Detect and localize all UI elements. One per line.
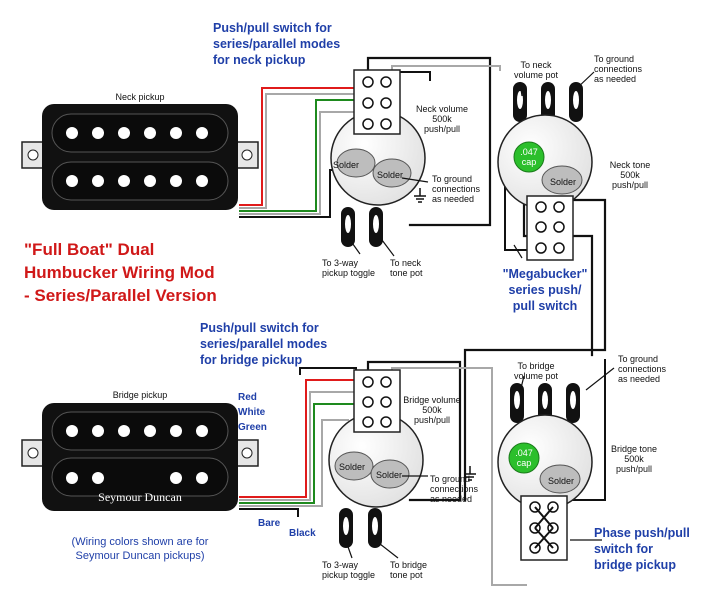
bridge-callout-1: Push/pull switch for — [200, 321, 319, 335]
bridge-to-tone-2: tone pot — [390, 570, 423, 580]
title-line-3: - Series/Parallel Version — [24, 286, 217, 305]
neck-to-vol-2: volume pot — [514, 70, 559, 80]
neck-to-tone-1: To neck — [390, 258, 422, 268]
footnote: (Wiring colors shown are for Seymour Dun… — [72, 536, 209, 562]
bridge-to-toggle-1: To 3-way — [322, 560, 359, 570]
bridge-cap-label: cap — [517, 458, 532, 468]
neck-vol-solder-1: Solder — [333, 160, 359, 170]
bridge-vol-label-3: push/pull — [414, 415, 450, 425]
bridge-callout-3: for bridge pickup — [200, 353, 302, 367]
neck-tone-solder: Solder — [550, 177, 576, 187]
neck-callout-1: Push/pull switch for — [213, 21, 332, 35]
neck-callout-3: for neck pickup — [213, 53, 306, 67]
bridge-tone-pot — [497, 383, 593, 561]
bridge-ground-top-2: connections — [618, 364, 667, 374]
bridge-tone-label-1: Bridge tone — [611, 444, 657, 454]
phase-1: Phase push/pull — [594, 526, 690, 540]
neck-to-vol-1: To neck — [520, 60, 552, 70]
bridge-ground-top-1: To ground — [618, 354, 658, 364]
bridge-callout-2: series/parallel modes — [200, 337, 327, 351]
annotation-arrows — [346, 71, 615, 559]
bridge-vol-solder-2: Solder — [376, 470, 402, 480]
neck-ground-mid-1: To ground — [432, 174, 472, 184]
footnote-1: (Wiring colors shown are for — [72, 536, 209, 548]
title-block: "Full Boat" Dual Humbucker Wiring Mod - … — [24, 240, 217, 305]
neck-pickup-label: Neck pickup — [115, 92, 164, 102]
neck-to-tone-2: tone pot — [390, 268, 423, 278]
megabucker-1: "Megabucker" — [503, 267, 588, 281]
bridge-to-vol-1: To bridge — [517, 361, 554, 371]
neck-labels: Neck volume 500k push/pull To neck volum… — [322, 54, 650, 278]
bridge-pickup — [21, 403, 259, 511]
neck-vol-label-3: push/pull — [424, 124, 460, 134]
neck-to-toggle-1: To 3-way — [322, 258, 359, 268]
megabucker-2: series push/ — [509, 283, 582, 297]
bridge-ground-mid-1: To ground — [430, 474, 470, 484]
phase-2: switch for — [594, 542, 653, 556]
neck-tone-label-1: Neck tone — [610, 160, 651, 170]
megabucker-callout: "Megabucker" series push/ pull switch — [503, 267, 588, 313]
bridge-tone-label-3: push/pull — [616, 464, 652, 474]
neck-vol-label-2: 500k — [432, 114, 452, 124]
bridge-vol-label-2: 500k — [422, 405, 442, 415]
bridge-cap-value: .047 — [515, 448, 533, 458]
neck-callout: Push/pull switch for series/parallel mod… — [213, 21, 340, 67]
wire-color-labels: Red White Green Bare Black — [238, 392, 316, 539]
wire-label-red: Red — [238, 392, 257, 403]
bridge-vol-label-1: Bridge volume — [403, 395, 461, 405]
neck-ground-top-2: connections — [594, 64, 643, 74]
bridge-vol-solder-1: Solder — [339, 462, 365, 472]
wire-label-black: Black — [289, 528, 316, 539]
neck-cap-value: .047 — [520, 147, 538, 157]
bridge-labels: Bridge volume 500k push/pull To bridge v… — [322, 354, 667, 580]
neck-tone-label-2: 500k — [620, 170, 640, 180]
wire-label-white: White — [238, 407, 266, 418]
phase-3: bridge pickup — [594, 558, 676, 572]
neck-ground-top-1: To ground — [594, 54, 634, 64]
neck-tone-pot — [497, 82, 593, 261]
neck-volume-pot — [330, 69, 426, 247]
title-line-2: Humbucker Wiring Mod — [24, 263, 215, 282]
bridge-tone-label-2: 500k — [624, 454, 644, 464]
neck-vol-label-1: Neck volume — [416, 104, 468, 114]
title-line-1: "Full Boat" Dual — [24, 240, 154, 259]
wire-label-bare: Bare — [258, 518, 281, 529]
megabucker-3: pull switch — [513, 299, 578, 313]
footnote-2: Seymour Duncan pickups) — [75, 550, 204, 562]
ground-symbol-neck — [414, 188, 426, 203]
bridge-to-toggle-2: pickup toggle — [322, 570, 375, 580]
bridge-pickup-label: Bridge pickup — [113, 390, 168, 400]
bridge-to-tone-1: To bridge — [390, 560, 427, 570]
ground-symbol-bridge — [464, 466, 476, 481]
bridge-ground-mid-3: as needed — [430, 494, 472, 504]
neck-ground-top-3: as needed — [594, 74, 636, 84]
neck-ground-mid-3: as needed — [432, 194, 474, 204]
bridge-to-vol-2: volume pot — [514, 371, 559, 381]
bridge-tone-solder: Solder — [548, 476, 574, 486]
phase-callout: Phase push/pull switch for bridge pickup — [594, 526, 690, 572]
bridge-callout: Push/pull switch for series/parallel mod… — [200, 321, 327, 367]
neck-cap-label: cap — [522, 157, 537, 167]
neck-ground-mid-2: connections — [432, 184, 481, 194]
neck-pickup — [21, 104, 259, 210]
neck-callout-2: series/parallel modes — [213, 37, 340, 51]
neck-to-toggle-2: pickup toggle — [322, 268, 375, 278]
neck-vol-solder-2: Solder — [377, 170, 403, 180]
bridge-ground-top-3: as needed — [618, 374, 660, 384]
wire-label-green: Green — [238, 422, 267, 433]
seymour-duncan-logo: Seymour Duncan — [98, 490, 182, 504]
bridge-ground-mid-2: connections — [430, 484, 479, 494]
bridge-volume-pot — [328, 369, 424, 548]
neck-tone-label-3: push/pull — [612, 180, 648, 190]
